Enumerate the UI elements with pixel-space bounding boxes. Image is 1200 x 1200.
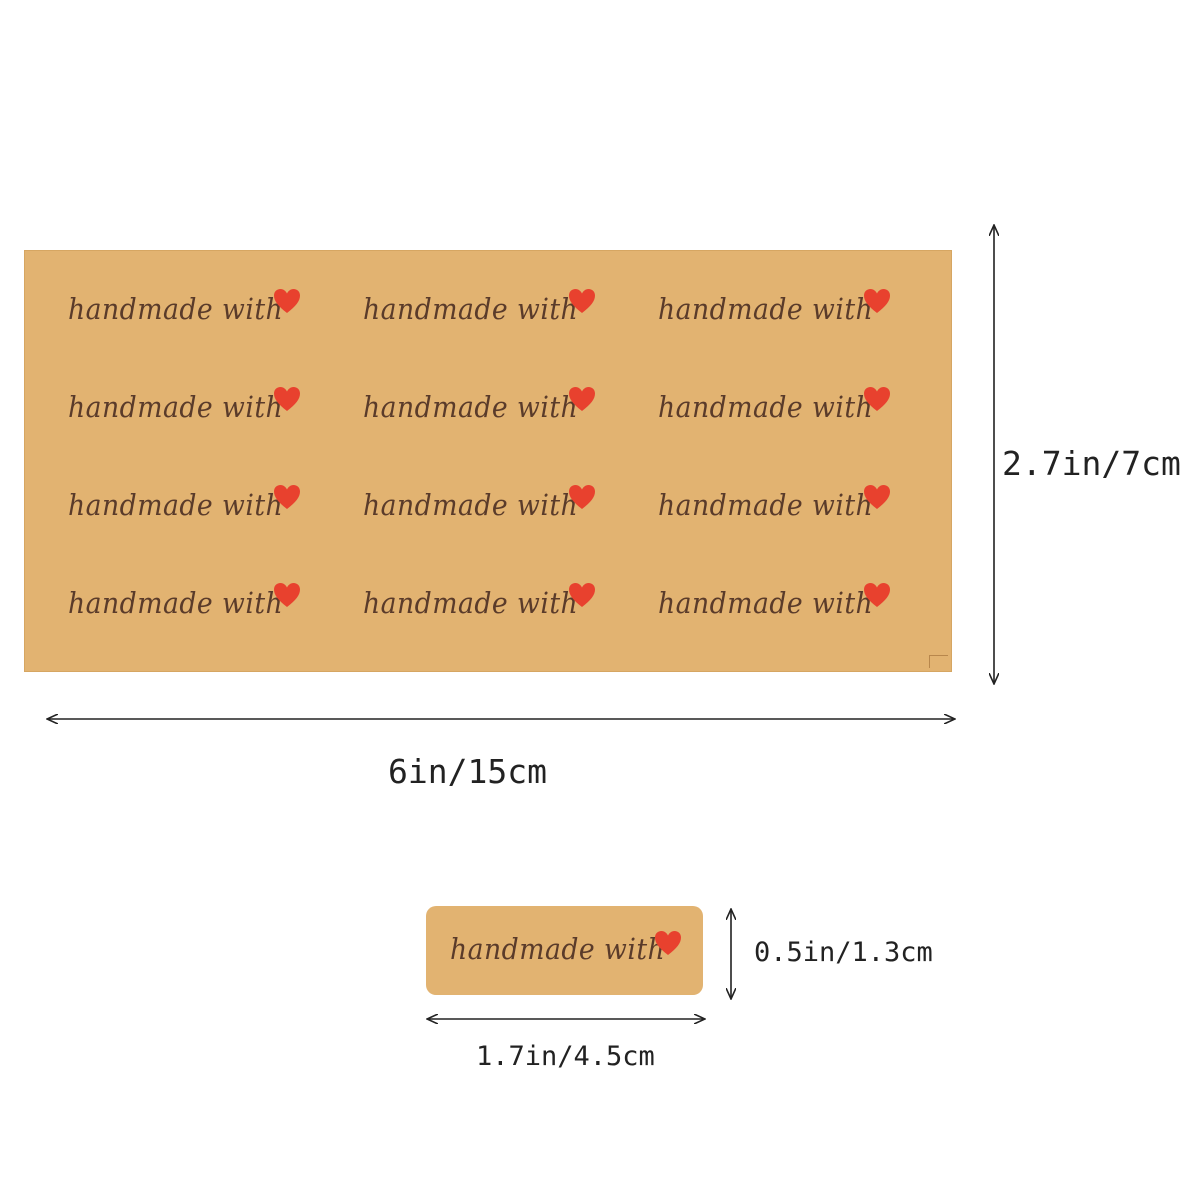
- heart-icon: [864, 583, 890, 607]
- sticker-label: handmade with: [363, 390, 579, 424]
- heart-icon: [569, 485, 595, 509]
- sticker-label: handmade with: [68, 292, 284, 326]
- sticker-label: handmade with: [363, 292, 579, 326]
- sticker-height-label: 0.5in/1.3cm: [754, 937, 933, 968]
- sticker-label: handmade with: [658, 292, 874, 326]
- sheet-corner-mark: [929, 655, 948, 668]
- sticker-grid: handmade with handmade with handmade with h…: [24, 250, 952, 672]
- heart-icon: [569, 583, 595, 607]
- heart-icon: [569, 289, 595, 313]
- sticker-label: handmade with: [68, 488, 284, 522]
- single-sticker: handmade with: [426, 906, 703, 995]
- heart-icon: [864, 289, 890, 313]
- sticker-label: handmade with: [658, 586, 874, 620]
- sticker-label: handmade with: [68, 390, 284, 424]
- heart-icon: [274, 289, 300, 313]
- sticker-width-label: 1.7in/4.5cm: [476, 1041, 655, 1072]
- heart-icon: [655, 931, 681, 955]
- sticker-label: handmade with: [363, 586, 579, 620]
- sticker-label: handmade with: [658, 390, 874, 424]
- sticker-label: handmade with: [68, 586, 284, 620]
- heart-icon: [274, 583, 300, 607]
- sticker-sheet: handmade with handmade with handmade with h…: [24, 250, 952, 672]
- heart-icon: [864, 387, 890, 411]
- heart-icon: [274, 387, 300, 411]
- heart-icon: [274, 485, 300, 509]
- single-sticker-label: handmade with: [450, 932, 666, 966]
- heart-icon: [569, 387, 595, 411]
- sheet-height-label: 2.7in/7cm: [1002, 444, 1181, 483]
- heart-icon: [864, 485, 890, 509]
- sheet-width-label: 6in/15cm: [388, 752, 547, 791]
- sticker-label: handmade with: [363, 488, 579, 522]
- sticker-label: handmade with: [658, 488, 874, 522]
